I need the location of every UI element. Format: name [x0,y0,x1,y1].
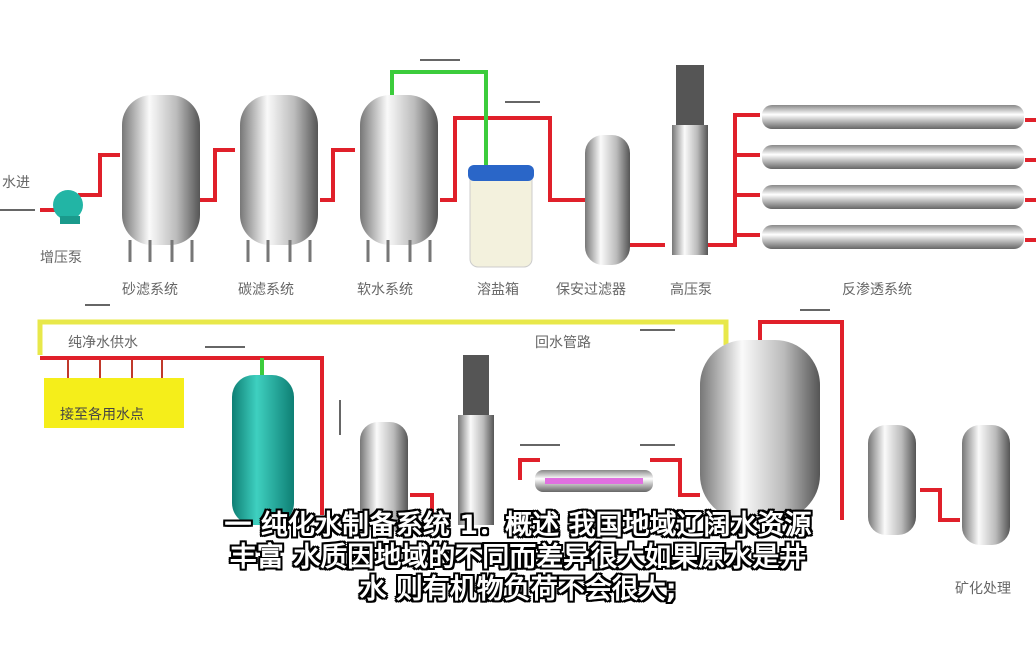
sand-filter-tank-icon [122,95,200,262]
pure-water-tank-icon [700,340,820,520]
water-points-box [44,378,184,428]
label-salt-tank: 溶盐箱 [477,282,519,298]
red-pipes [40,113,1036,522]
label-mineralization: 矿化处理 [955,581,1011,597]
mineralization-filter-icon [962,425,1010,545]
label-pure-water-supply: 纯净水供水 [68,335,138,351]
filter-icon [360,422,408,532]
label-softener: 软水系统 [357,282,413,298]
label-ro-system: 反渗透系统 [842,282,912,298]
ro-membranes-icon [762,105,1024,249]
subtitle-line-3: 水 则有机物负荷不会很大; [359,574,677,605]
label-sand-filter: 砂滤系统 [122,282,178,298]
label-water-in: 水进 [2,175,30,191]
label-return-pipe: 回水管路 [535,335,591,351]
label-high-pressure-pump: 高压泵 [670,282,712,298]
subtitle-line-2: 丰富 水质因地域的不同而差异很大如果原水是井 [229,542,807,573]
label-carbon-filter: 碳滤系统 [238,282,294,298]
carbon-filter-tank-icon [240,95,318,262]
filter-icon-2 [868,425,916,535]
salt-tank-icon [468,165,534,268]
label-booster-pump: 增压泵 [40,250,82,266]
pressure-tank-icon [232,375,294,525]
outlet-arrows [67,360,163,380]
high-pressure-pump-icon [672,65,708,255]
label-security-filter: 保安过滤器 [556,282,626,298]
booster-pump-icon [53,190,83,224]
pump-icon [458,355,494,525]
yellow-pipe [37,319,729,355]
label-to-points: 接至各用水点 [60,407,144,423]
security-filter-icon [585,135,630,265]
uv-sterilizer-icon [535,470,653,492]
softener-tank-icon [360,95,438,262]
subtitle-line-1: 一 纯化水制备系统 1．概述 我国地域辽阔水资源 [224,510,812,541]
flow-arrows [0,59,830,446]
